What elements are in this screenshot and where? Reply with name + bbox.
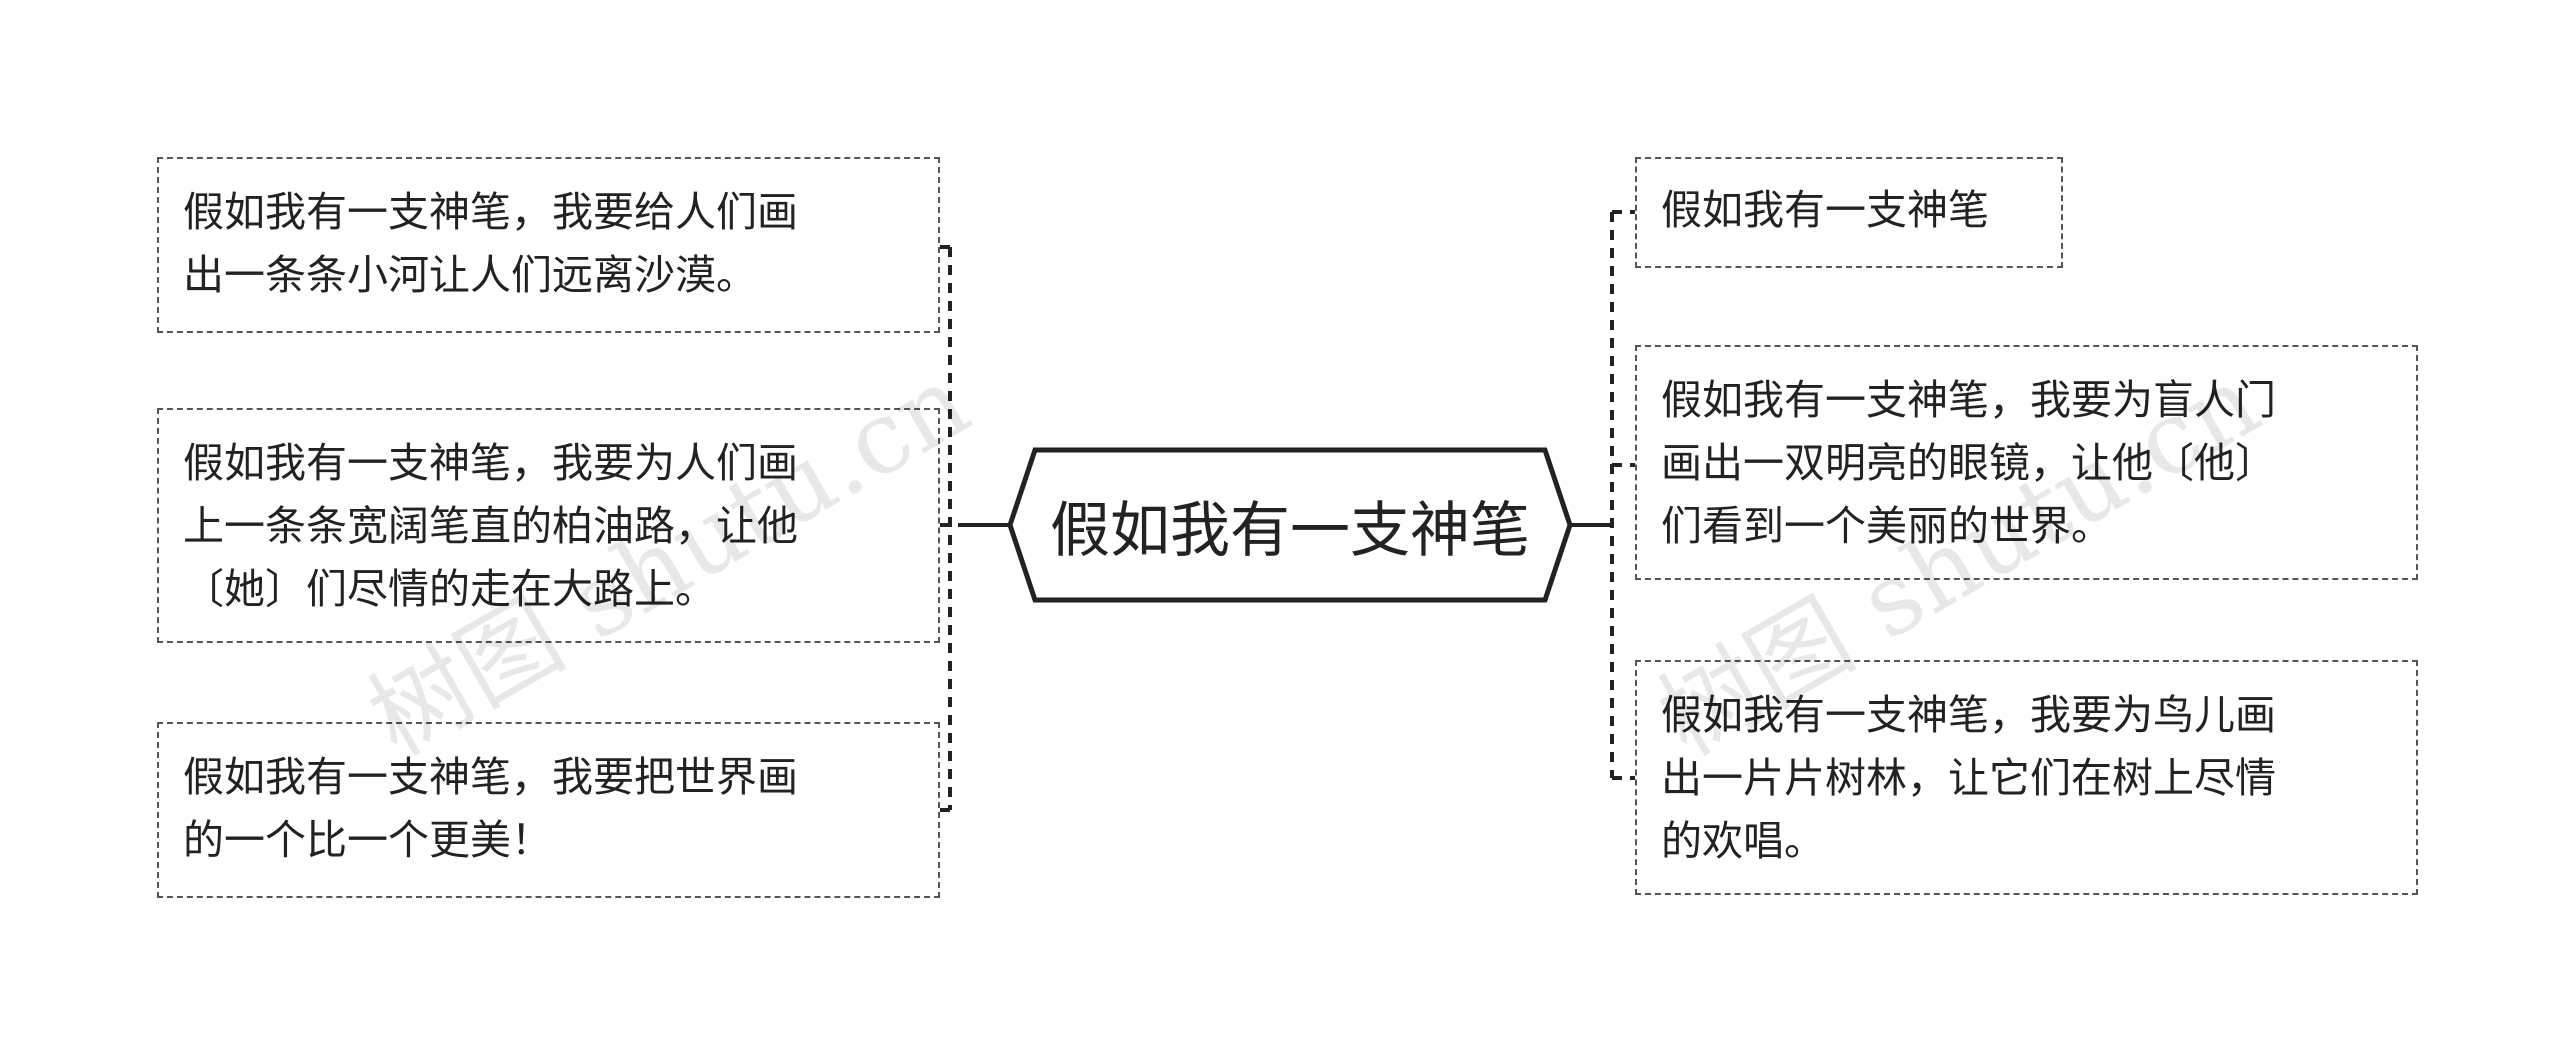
left-node-1[interactable]: 假如我有一支神笔，我要给人们画 出一条条小河让人们远离沙漠。 bbox=[157, 157, 940, 333]
center-node-shape bbox=[1007, 447, 1573, 603]
right-node-3[interactable]: 假如我有一支神笔，我要为鸟儿画 出一片片树林，让它们在树上尽情 的欢唱。 bbox=[1635, 660, 2418, 895]
left-node-3[interactable]: 假如我有一支神笔，我要把世界画 的一个比一个更美！ bbox=[157, 722, 940, 898]
right-node-1[interactable]: 假如我有一支神笔 bbox=[1635, 157, 2063, 268]
right-node-2[interactable]: 假如我有一支神笔，我要为盲人门 画出一双明亮的眼镜，让他〔他〕 们看到一个美丽的… bbox=[1635, 345, 2418, 580]
left-node-2[interactable]: 假如我有一支神笔，我要为人们画 上一条条宽阔笔直的柏油路，让他 〔她〕们尽情的走… bbox=[157, 408, 940, 643]
center-node-label[interactable]: 假如我有一支神笔 bbox=[1050, 495, 1530, 566]
